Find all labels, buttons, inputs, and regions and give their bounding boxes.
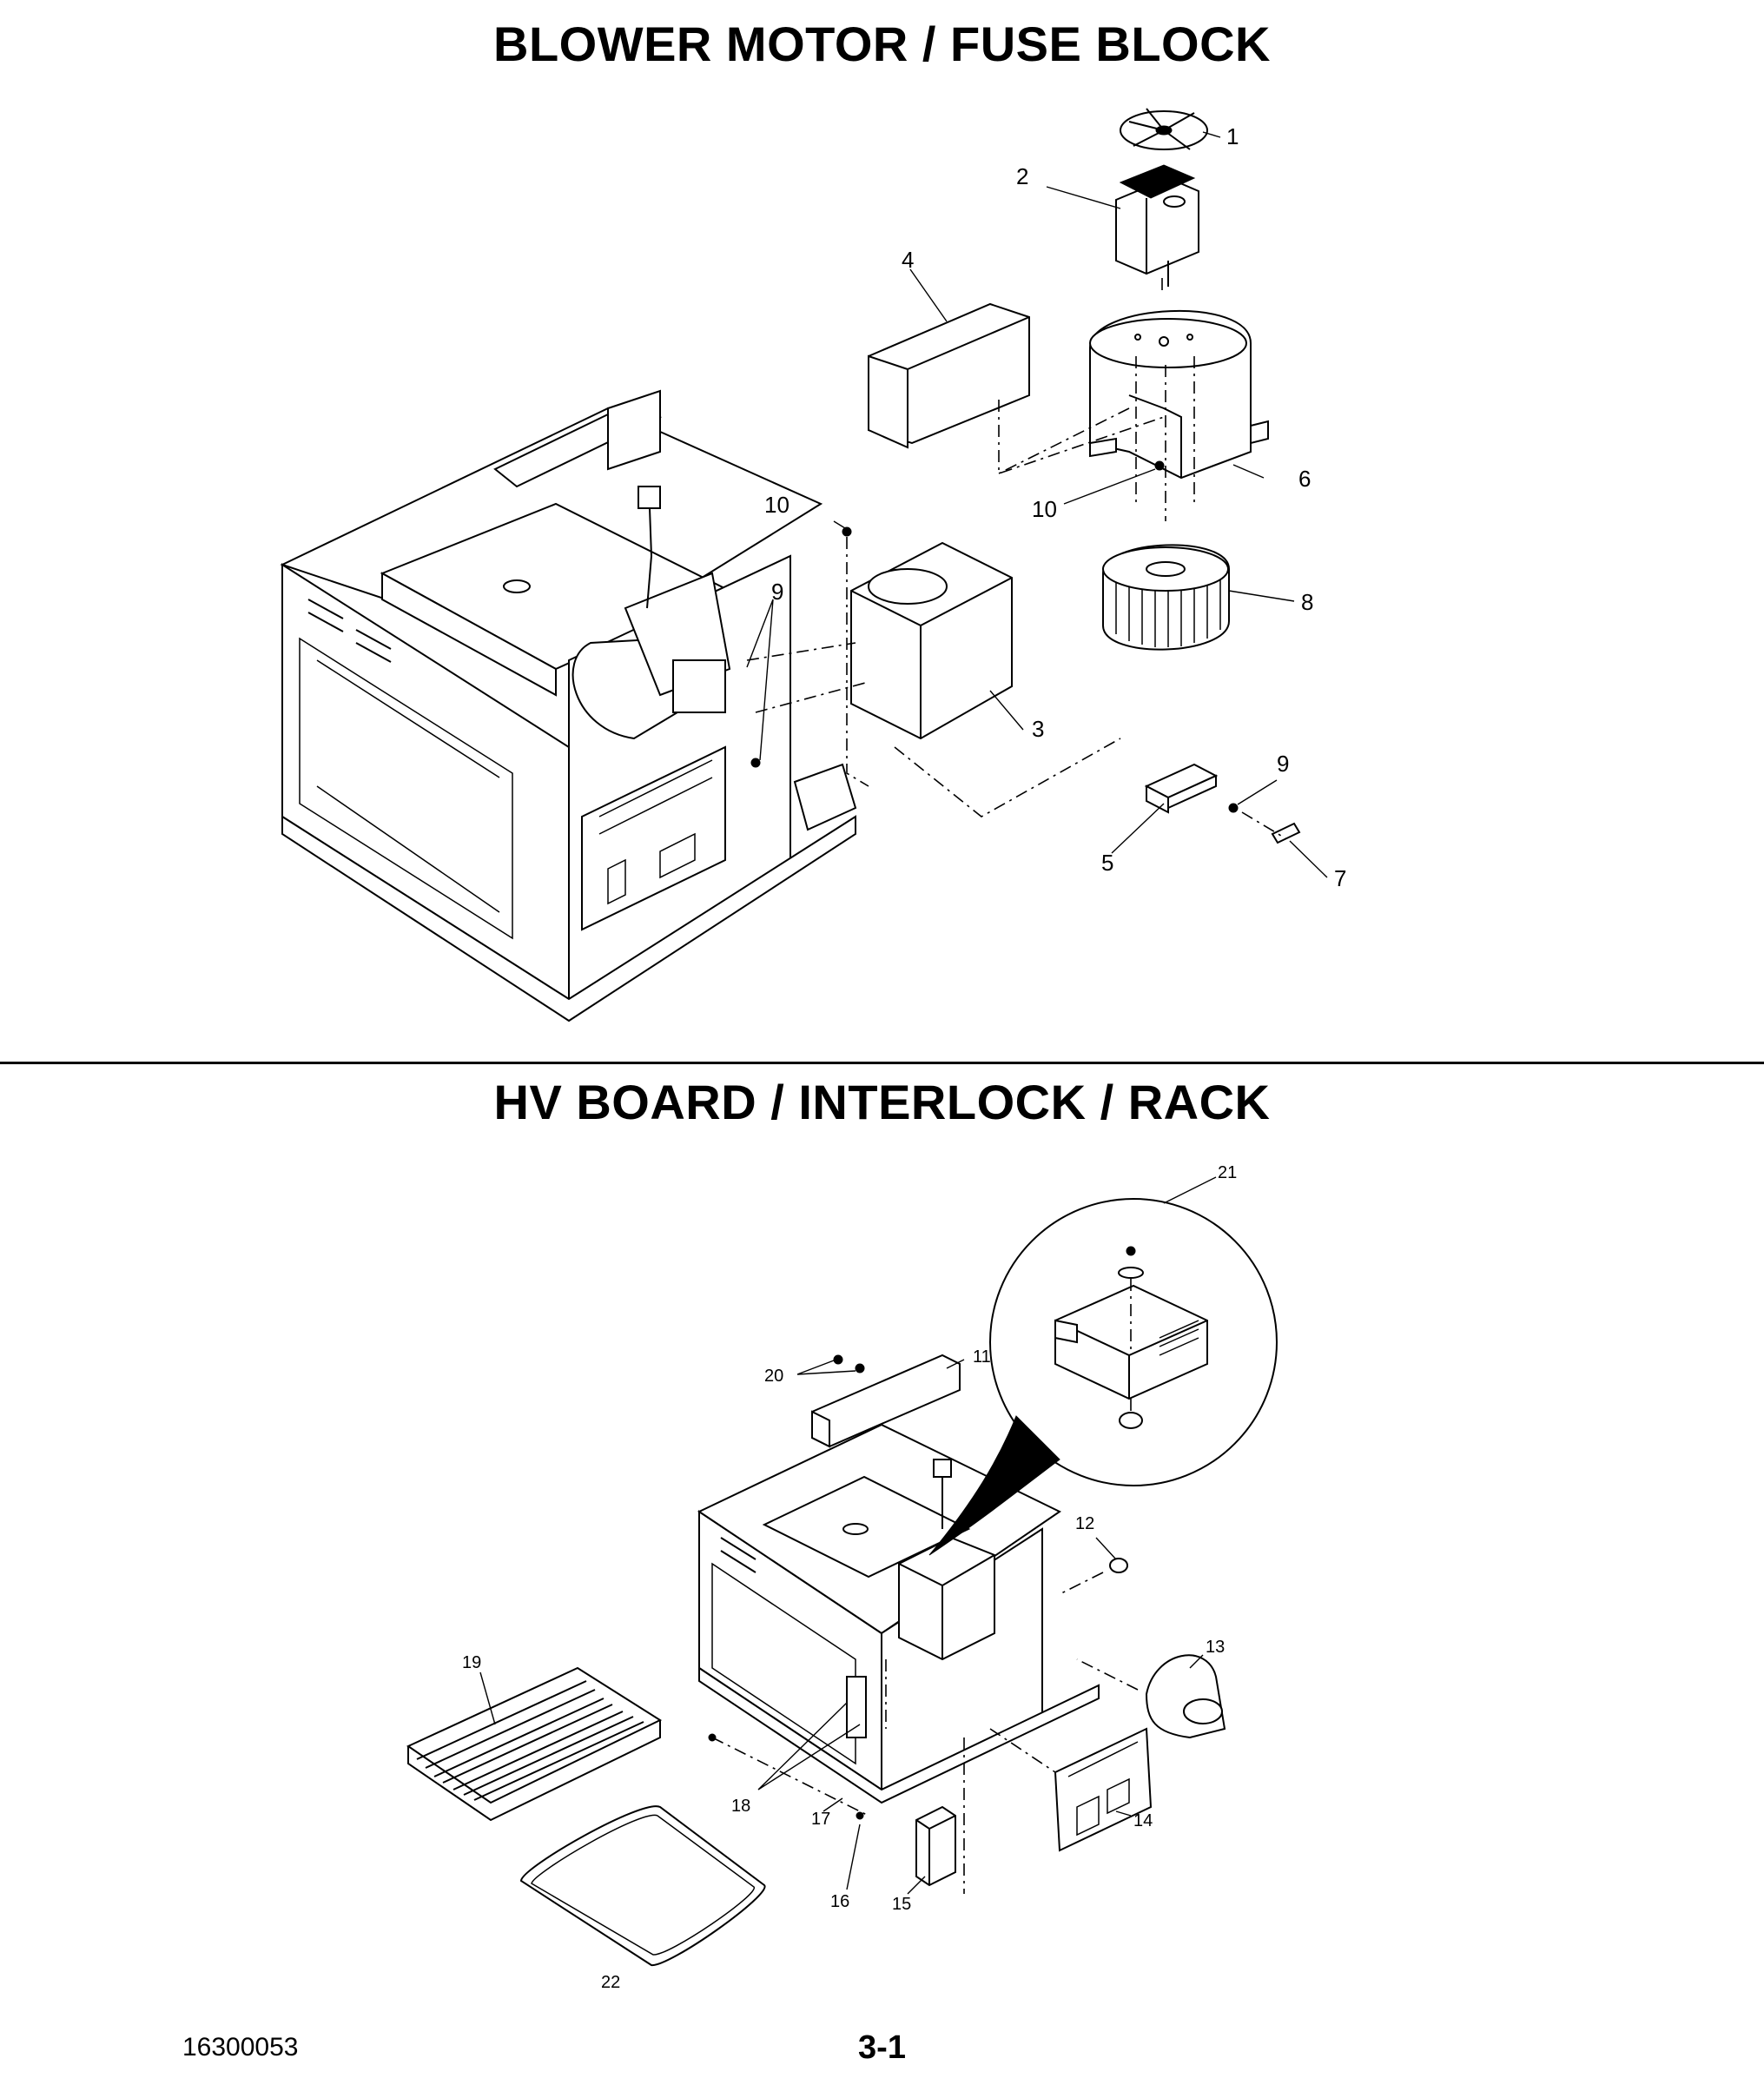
interlock-switch (915, 1805, 956, 1887)
callout-18: 18 (731, 1797, 750, 1816)
callout-17: 17 (811, 1810, 830, 1829)
callout-8: 8 (1301, 589, 1313, 615)
callouts-bottom: 21 11 20 12 13 19 18 14 17 16 15 22 (462, 1163, 1237, 1992)
callout-13: 13 (1206, 1638, 1225, 1657)
hv-control-board (1054, 1727, 1153, 1852)
document-code: 16300053 (182, 2033, 299, 2062)
callout-16: 16 (830, 1892, 849, 1911)
page-number: 3-1 (858, 2029, 906, 2066)
callout-3: 3 (1032, 716, 1044, 742)
callout-21: 21 (1218, 1163, 1237, 1182)
blower-motor (1115, 164, 1199, 287)
screws-bottom (708, 1354, 865, 1820)
callout-7: 7 (1334, 865, 1346, 891)
blower-wheel (1102, 544, 1230, 651)
section-title-hv-board: HV BOARD / INTERLOCK / RACK (493, 1075, 1271, 1129)
callouts-top: 1 2 4 6 10 10 8 9 3 9 5 7 (764, 123, 1346, 891)
callout-10a: 10 (764, 492, 790, 518)
detail-magnifier (928, 1198, 1278, 1556)
assembly-lines-bottom (711, 1572, 1139, 1894)
callout-9a: 9 (771, 579, 783, 605)
callout-15: 15 (892, 1895, 911, 1914)
fuse-block (1144, 763, 1219, 814)
blower-housing-bottom (1145, 1654, 1226, 1739)
callout-4: 4 (902, 247, 914, 273)
callout-5: 5 (1101, 850, 1113, 876)
assembly-lines-top (746, 278, 1286, 839)
callout-19: 19 (462, 1653, 481, 1672)
callout-9b: 9 (1277, 751, 1289, 777)
section-divider (0, 1062, 1764, 1064)
grommet (1109, 1558, 1128, 1573)
section-title-blower-motor: BLOWER MOTOR / FUSE BLOCK (493, 17, 1271, 71)
air-duct (850, 541, 1013, 740)
oven-cavity-frame-top (280, 389, 857, 1023)
callout-14: 14 (1133, 1811, 1153, 1830)
oven-rack (406, 1666, 663, 1822)
callout-20: 20 (764, 1367, 783, 1386)
screws-top (750, 460, 1239, 813)
callout-2: 2 (1016, 163, 1028, 189)
leader-lines-bottom (479, 1176, 1217, 1895)
blower-housing (1089, 309, 1269, 480)
callout-22: 22 (601, 1973, 620, 1992)
callout-11: 11 (973, 1347, 991, 1367)
blower-shield (868, 302, 1030, 449)
oven-cavity-frame-bottom (697, 1423, 1100, 1804)
callout-6: 6 (1298, 466, 1311, 492)
callout-12: 12 (1075, 1514, 1094, 1533)
vent-rail (811, 1354, 961, 1448)
callout-10b: 10 (1032, 496, 1057, 522)
leader-lines-top (746, 131, 1328, 878)
fuse (1271, 822, 1301, 844)
blower-fan (1120, 108, 1208, 150)
callout-1: 1 (1226, 123, 1239, 149)
crisper-tray (519, 1805, 766, 1967)
